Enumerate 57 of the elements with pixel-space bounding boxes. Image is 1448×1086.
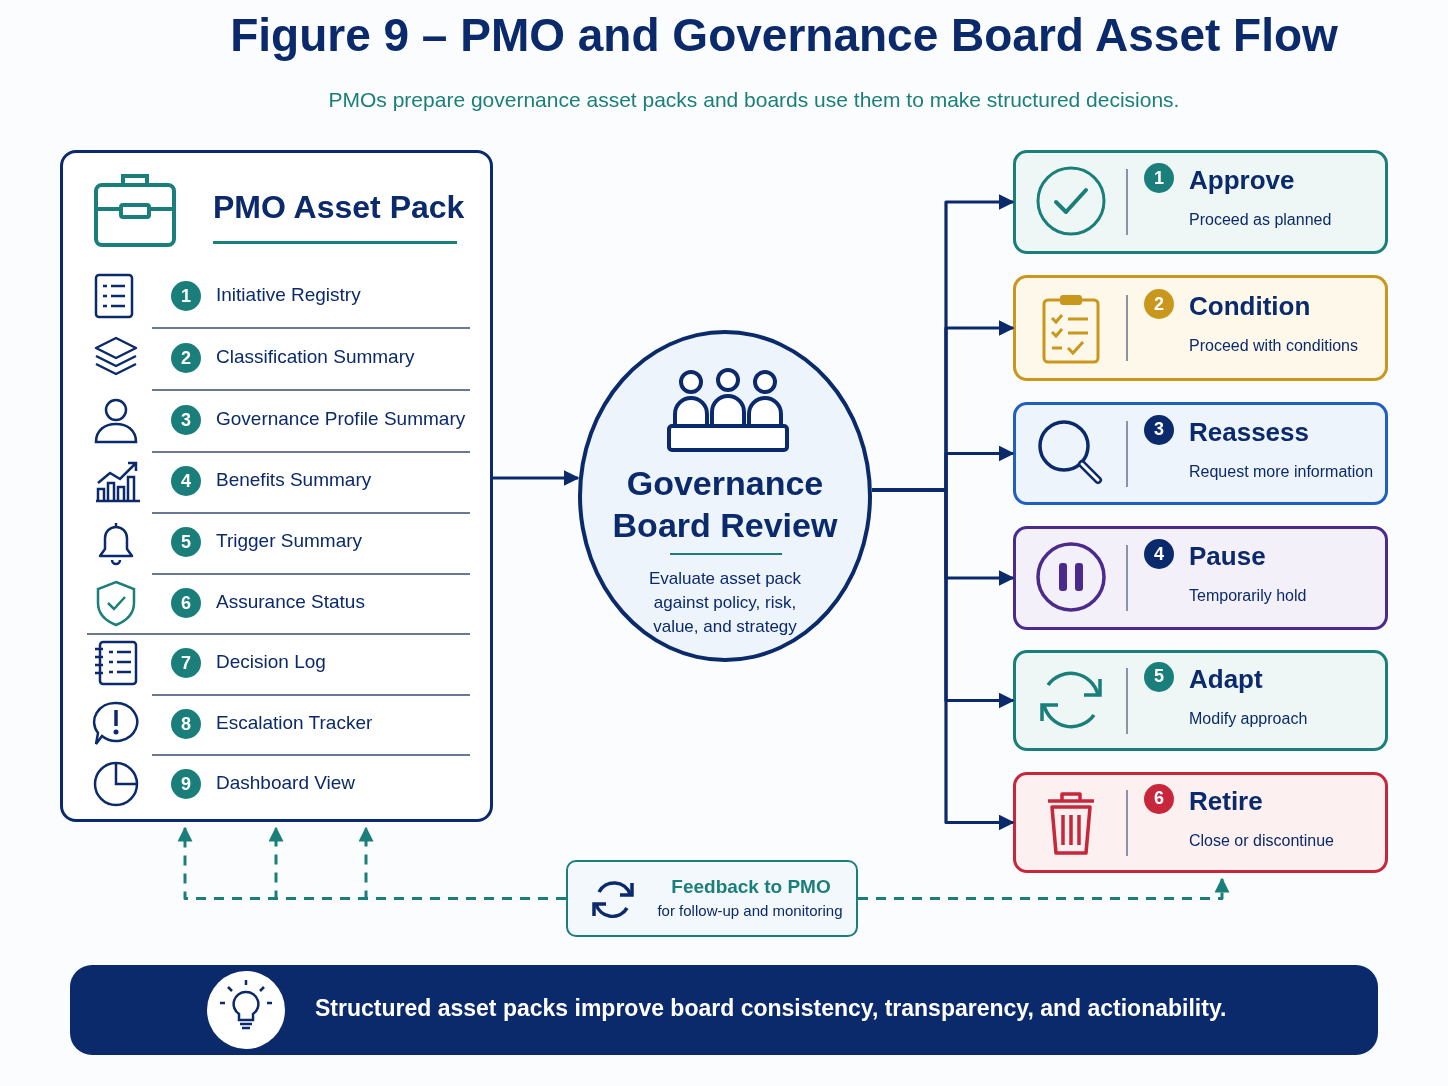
feedback-box [566, 860, 858, 937]
number-badge: 8 [171, 709, 201, 739]
outcome-card [1013, 402, 1388, 505]
asset-pack-panel [60, 150, 493, 822]
item-label: Dashboard View [216, 772, 356, 794]
outcome-card [1013, 275, 1388, 381]
outcome-description: Request more information [1189, 462, 1374, 481]
outcome-card [1013, 526, 1388, 630]
number-badge: 2 [1144, 289, 1174, 319]
item-label: Benefits Summary [216, 469, 372, 491]
outcome-title: Reassess [1189, 416, 1309, 448]
outcome-title: Condition [1189, 291, 1311, 322]
item-label: Decision Log [216, 651, 326, 673]
outcome-card [1013, 772, 1388, 873]
outcome-title: Adapt [1189, 663, 1263, 695]
number-badge: 9 [171, 769, 201, 799]
outcome-title: Pause [1189, 541, 1266, 572]
title: Figure 9 – PMO and Governance Board Asset Flow [229, 8, 1339, 62]
number-badge: 1 [171, 281, 201, 311]
number-badge: 5 [171, 527, 201, 557]
outcome-description: Close or discontinue [1189, 831, 1334, 850]
summary-text: Structured asset packs improve board consistency, transparency, and actionability. [315, 995, 1228, 1022]
number-badge: 2 [171, 343, 201, 373]
number-badge: 6 [1144, 783, 1174, 814]
outcome-card [1013, 650, 1388, 751]
number-badge: 1 [1144, 163, 1174, 193]
panel-heading: PMO Asset Pack [213, 189, 465, 226]
number-badge: 4 [1144, 539, 1174, 569]
number-badge: 4 [171, 466, 201, 496]
outcome-card [1013, 150, 1388, 254]
number-badge: 3 [1144, 414, 1174, 445]
item-label: Trigger Summary [216, 530, 363, 552]
outcome-description: Proceed with conditions [1189, 337, 1358, 355]
outcome-title: Retire [1189, 785, 1263, 817]
summary-banner [70, 965, 1378, 1055]
number-badge: 3 [171, 405, 201, 435]
feedback-description: for follow-up and monitoring [656, 902, 844, 919]
number-badge: 5 [1144, 661, 1174, 692]
node-description: Evaluate asset pack against policy, risk, value, and strategy [647, 568, 803, 638]
dashed-arrow [358, 826, 566, 900]
item-label: Escalation Tracker [216, 712, 373, 734]
subtitle: PMOs prepare governance asset packs and boards use them to make structured decisions. [327, 88, 1181, 112]
item-label: Initiative Registry [216, 284, 361, 306]
outcome-description: Modify approach [1189, 709, 1308, 728]
dashed-arrow [858, 877, 1230, 900]
node-title: Governance Board Review [611, 463, 839, 546]
item-label: Assurance Status [216, 591, 365, 613]
number-badge: 6 [171, 588, 201, 618]
arrow [493, 470, 580, 486]
outcome-description: Temporarily hold [1189, 587, 1307, 605]
arrow [872, 488, 1015, 831]
outcome-description: Proceed as planned [1189, 211, 1332, 229]
number-badge: 7 [171, 648, 201, 678]
feedback-title: Feedback to PMO [670, 876, 832, 898]
item-label: Governance Profile Summary [216, 408, 466, 430]
outcome-title: Approve [1189, 165, 1295, 196]
item-label: Classification Summary [216, 346, 415, 368]
